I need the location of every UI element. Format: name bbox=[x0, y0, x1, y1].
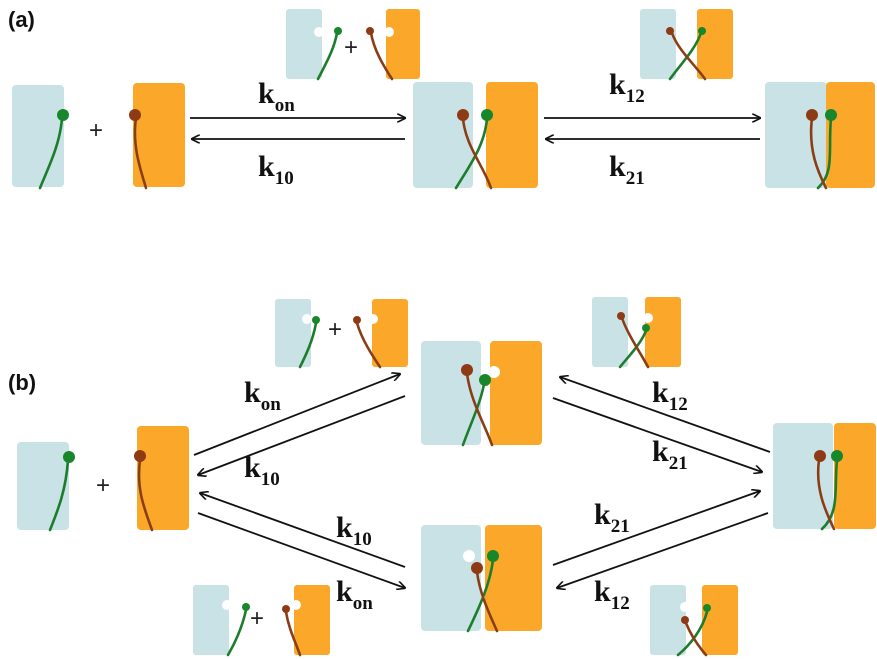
b-rate-k21-top: k21 bbox=[652, 435, 688, 474]
b-backward-arrow-top-right bbox=[552, 397, 762, 472]
b-free-orange-block bbox=[134, 426, 189, 532]
b-rate-k12-top: k12 bbox=[652, 376, 688, 415]
a-complex-middle bbox=[413, 82, 538, 190]
a-inset-top-right bbox=[640, 9, 733, 81]
panel-b-label: (b) bbox=[8, 370, 36, 395]
b-complex-top bbox=[421, 341, 542, 447]
b-free-blue-block bbox=[17, 442, 75, 532]
b-rate-kon-bot: kon bbox=[336, 575, 373, 614]
a-rate-k21: k21 bbox=[609, 150, 645, 189]
a-complex-right bbox=[765, 82, 875, 190]
a-free-blue-block bbox=[12, 85, 69, 190]
b-inset-bottom-left bbox=[193, 585, 330, 657]
b-rate-k12-bot: k12 bbox=[594, 575, 630, 614]
b-plus-sign: + bbox=[96, 472, 110, 499]
b-backward-arrow-top-left bbox=[198, 395, 406, 475]
a-rate-k12: k12 bbox=[609, 68, 645, 107]
b-inset-bottom-right bbox=[650, 585, 738, 657]
b-rate-k10-bot: k10 bbox=[336, 511, 372, 550]
a-plus-sign: + bbox=[89, 117, 103, 144]
b-inset-top-left bbox=[275, 299, 408, 369]
a-rate-kon: kon bbox=[258, 77, 295, 116]
b-complex-right bbox=[773, 423, 876, 531]
a-inset-plus-sign: + bbox=[344, 34, 358, 61]
b-backward-arrow-bottom-left bbox=[200, 493, 406, 568]
b-inset-top-plus-sign: + bbox=[328, 316, 342, 343]
a-rate-k10: k10 bbox=[258, 150, 294, 189]
b-forward-arrow-top-left bbox=[193, 374, 400, 456]
b-forward-arrow-top-right bbox=[560, 377, 771, 453]
b-forward-arrow-bottom-left bbox=[197, 512, 405, 588]
b-inset-top-right bbox=[592, 297, 681, 369]
b-rate-kon-top: kon bbox=[244, 376, 281, 415]
b-rate-k10-top: k10 bbox=[244, 451, 280, 490]
a-inset-top-left bbox=[286, 9, 420, 81]
a-free-orange-block bbox=[129, 83, 185, 190]
b-complex-bottom bbox=[421, 525, 542, 633]
b-inset-bottom-plus-sign: + bbox=[250, 605, 264, 632]
b-forward-arrow-bottom-right bbox=[552, 491, 760, 566]
b-backward-arrow-bottom-right bbox=[557, 512, 769, 588]
panel-a-label: (a) bbox=[8, 7, 35, 32]
b-rate-k21-bot: k21 bbox=[594, 498, 630, 537]
